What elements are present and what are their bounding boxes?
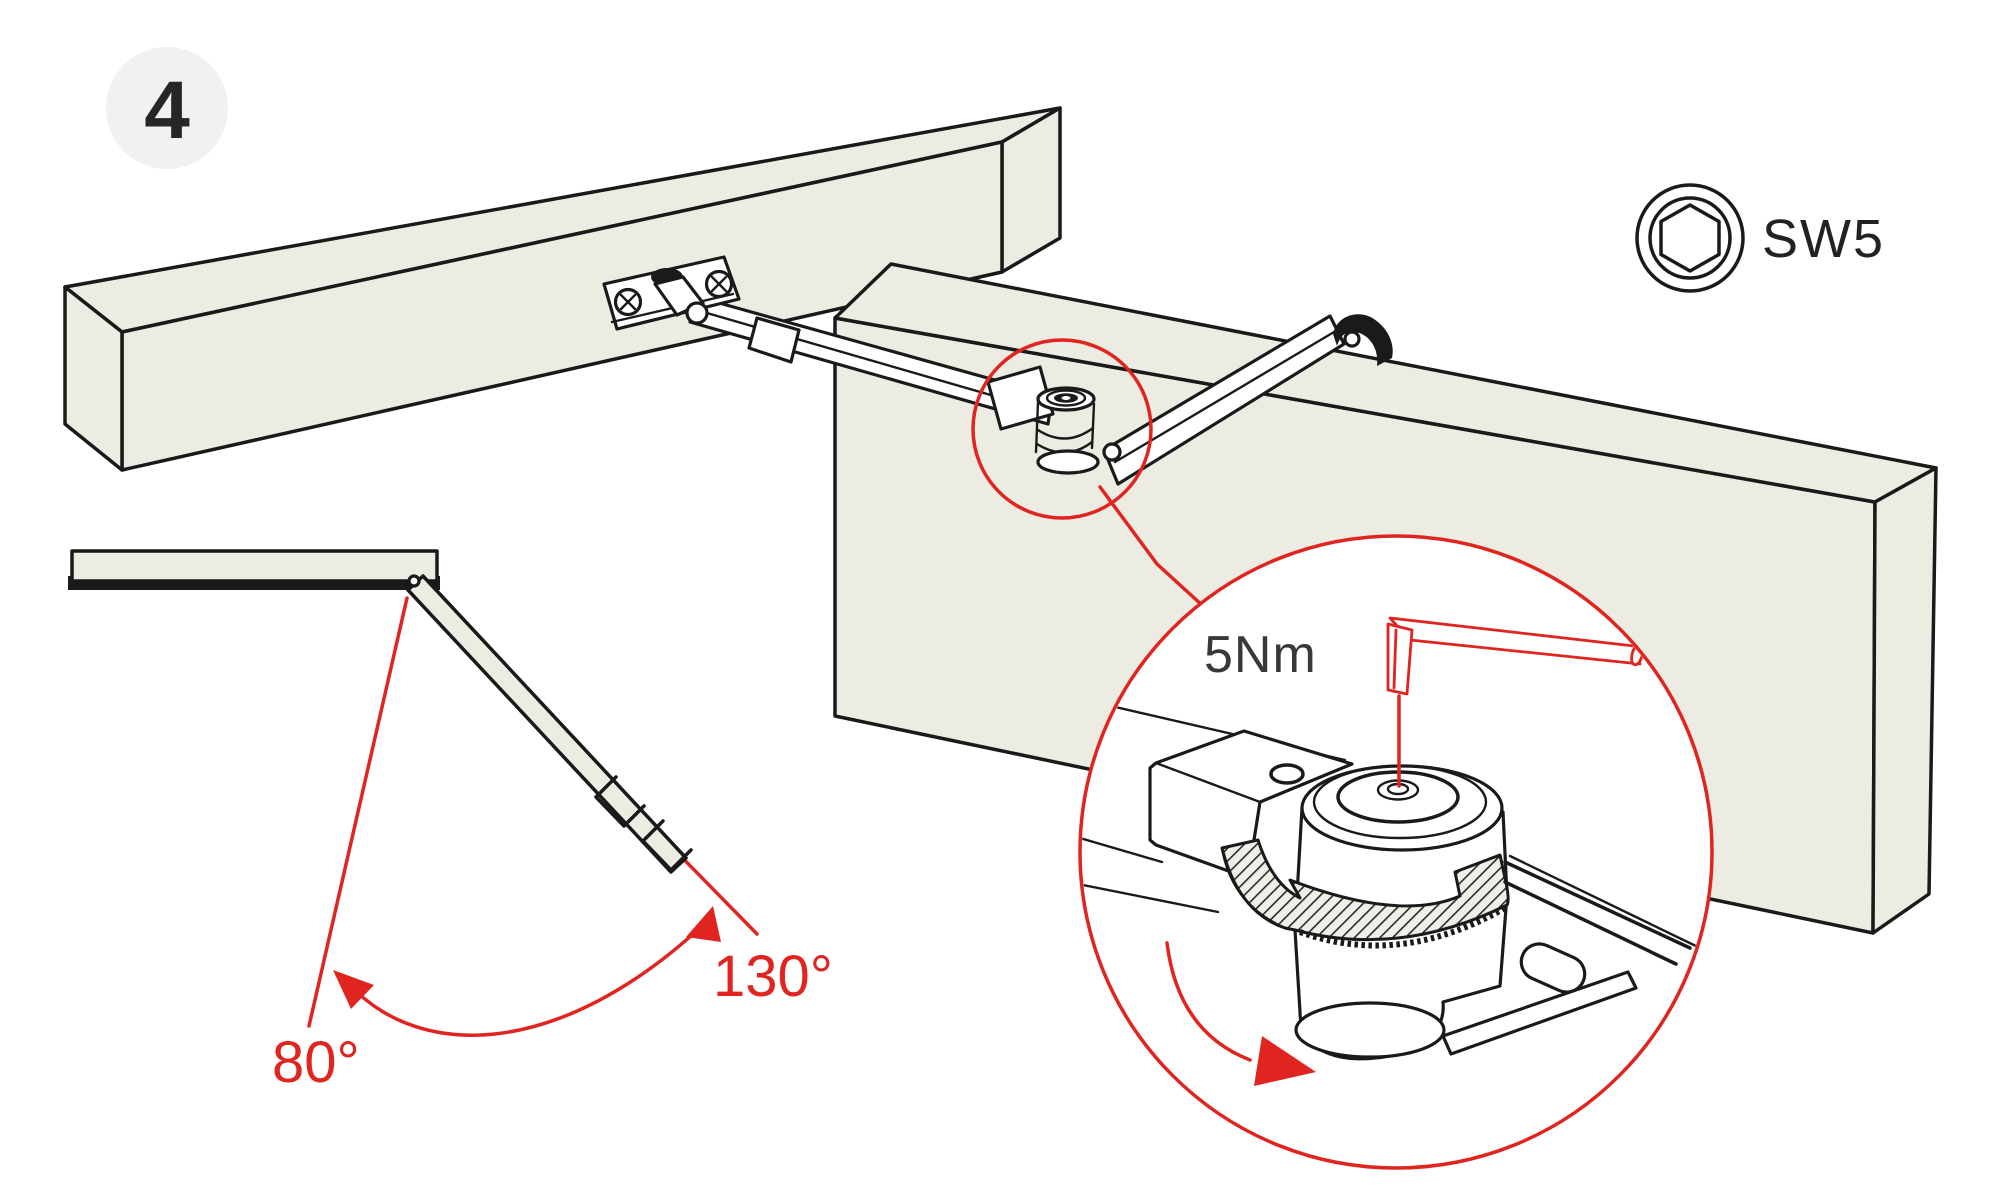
torque-label: 5Nm <box>1204 626 1317 684</box>
mag-block-hole <box>1269 763 1305 785</box>
magnifier-content: 5Nm <box>1082 616 1702 1086</box>
leaf-bracket-detail <box>641 819 693 872</box>
mag-arm-rods <box>1441 860 1692 1056</box>
secondary-arm <box>1102 314 1346 486</box>
step-badge: 4 <box>106 47 228 169</box>
angle-80-label: 80° <box>272 1030 360 1095</box>
plan-door-leaf <box>406 574 688 874</box>
phillips-screw-icon <box>613 287 643 317</box>
mag-link-pivot <box>1519 942 1587 994</box>
beam-left-face <box>63 285 124 472</box>
frame-beam <box>63 106 1062 472</box>
plan-hinge-point <box>407 574 421 588</box>
callout-connector <box>1098 485 1205 608</box>
magnifier-circle-outline <box>1078 534 1714 1170</box>
mag-adjuster-dial <box>1220 764 1510 1061</box>
angle-130-label: 130° <box>713 944 833 1009</box>
arc-arrowhead-80-icon <box>333 970 374 1009</box>
frame-bracket <box>602 255 741 331</box>
rotate-clockwise-arrow-icon <box>1165 941 1316 1086</box>
callout-circle <box>971 338 1153 520</box>
hex-socket-bit-icon <box>1635 183 1745 293</box>
magnifier-detail-view: 5Nm <box>1078 534 1714 1170</box>
angle-80-ray <box>307 596 409 1028</box>
plan-wall-bar <box>70 549 439 583</box>
mag-arm-block <box>1148 729 1354 880</box>
step-number: 4 <box>144 65 190 156</box>
door-side-edge-face <box>1871 466 1938 935</box>
door-arm-bracket-pin <box>1343 330 1361 348</box>
phillips-screw-icon <box>704 269 734 299</box>
mag-knurl-ring <box>1298 905 1507 949</box>
step-badge-circle <box>106 47 228 169</box>
tool-size-label: SW5 <box>1762 209 1885 269</box>
arm-link-pin <box>1102 442 1122 462</box>
tool-badge: SW5 <box>1635 183 1885 293</box>
arm-adjust-collar <box>747 316 801 364</box>
leaf-bracket-detail <box>594 775 646 828</box>
swing-arc <box>346 923 705 1037</box>
plan-view-angle-diagram: 80° 130° <box>68 549 833 1095</box>
mag-dial-foot <box>1294 1001 1446 1059</box>
elbow-adjuster <box>986 365 1122 475</box>
arc-arrowhead-130-icon <box>686 906 721 942</box>
door-arm-bracket <box>1333 314 1393 366</box>
